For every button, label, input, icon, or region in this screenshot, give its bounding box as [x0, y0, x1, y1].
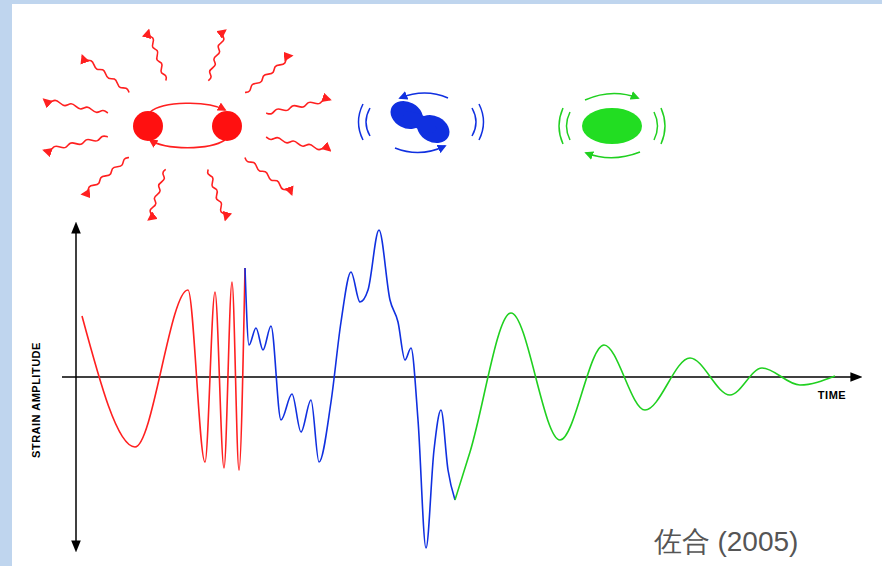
- orbit-arrow: [150, 103, 225, 112]
- radiation-arrow: [82, 158, 129, 195]
- radiation-arrows: [44, 30, 330, 219]
- axis-label: TIME: [817, 389, 847, 401]
- radiation-arrow: [208, 169, 226, 219]
- radiation-arrow: [82, 56, 129, 93]
- radiation-arrow: [208, 30, 225, 80]
- radiation-arrow: [266, 99, 330, 114]
- radiation-arrow: [245, 56, 292, 93]
- ringdown-wave: [455, 313, 835, 500]
- inspiral-wave: [82, 268, 245, 470]
- axis-label: STRAIN AMPLITUDE: [30, 341, 42, 459]
- star: [133, 111, 163, 141]
- ringdown-body: [559, 93, 665, 157]
- top-strip: [0, 0, 882, 4]
- star: [212, 111, 242, 141]
- radiation-arrow: [44, 100, 108, 113]
- citation: 佐合 (2005): [653, 523, 800, 561]
- radiation-arrow: [266, 137, 330, 150]
- radiation-arrow: [149, 169, 166, 219]
- amplitude-axis: [75, 224, 77, 550]
- orbit-arrow: [150, 140, 225, 148]
- time-axis: [62, 376, 860, 378]
- merger-body: [359, 93, 484, 153]
- merger-wave: [245, 230, 455, 548]
- radiation-arrow: [44, 136, 108, 151]
- binary-stars: [133, 103, 242, 147]
- radiation-arrow: [148, 30, 166, 80]
- side-strip: [0, 0, 12, 566]
- waveform: [82, 230, 835, 548]
- radiation-arrow: [245, 158, 292, 195]
